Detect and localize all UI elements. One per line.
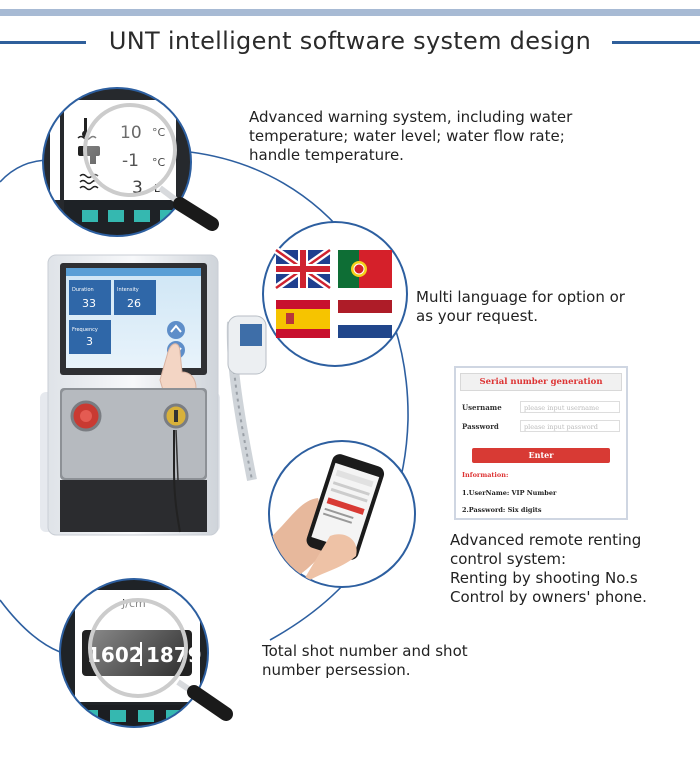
- title-rule-right: [612, 41, 700, 44]
- tile-label: Duration: [72, 287, 94, 293]
- portugal-flag-icon: [338, 250, 392, 288]
- caption-line: Advanced remote renting: [450, 531, 642, 549]
- language-caption: Multi language for option or as your req…: [416, 288, 625, 326]
- serial-number-panel: Serial number generation Username please…: [454, 366, 628, 520]
- title-rule-left: [0, 41, 86, 44]
- caption-line: temperature; water level; water flow rat…: [249, 127, 565, 145]
- tile-value: 33: [82, 297, 96, 310]
- uk-flag-icon: [273, 247, 333, 291]
- username-row: Username please input username: [462, 401, 622, 415]
- username-input[interactable]: please input username: [520, 401, 620, 413]
- tile-label: Frequency: [72, 327, 98, 333]
- info-line: 2.Password: Six digits: [462, 506, 542, 514]
- magnifier-handle: [173, 197, 219, 231]
- info-line: 1.UserName: VIP Number: [462, 489, 557, 497]
- caption-line: number persession.: [262, 661, 411, 679]
- warning-caption: Advanced warning system, including water…: [249, 108, 572, 165]
- screen-tile-duration: [69, 280, 111, 315]
- info-label: Information:: [462, 471, 509, 479]
- tile-value: 3: [86, 335, 93, 348]
- spain-flag-icon: [276, 300, 330, 338]
- password-row: Password please input password: [462, 420, 622, 434]
- tile-label: Intensity: [117, 287, 139, 293]
- caption-line: control system:: [450, 550, 567, 568]
- caption-line: Total shot number and shot: [262, 642, 468, 660]
- screen-tile-frequency: [69, 320, 111, 354]
- username-label: Username: [462, 403, 502, 412]
- password-input[interactable]: please input password: [520, 420, 620, 432]
- caption-line: Multi language for option or: [416, 288, 625, 306]
- hand: [159, 343, 197, 401]
- caption-line: Renting by shooting No.s: [450, 569, 638, 587]
- netherlands-flag-icon: [338, 300, 392, 338]
- renting-caption: Advanced remote renting control system: …: [450, 531, 647, 607]
- magnifier-bottom: J/cm 1602 1879: [59, 578, 233, 728]
- top-decor-bar: [0, 9, 700, 16]
- enter-button[interactable]: Enter: [472, 448, 610, 463]
- password-label: Password: [462, 422, 499, 431]
- magnifier-handle: [187, 685, 233, 721]
- caption-line: Advanced warning system, including water: [249, 108, 573, 126]
- magnifier-top: 10 °C -1 °C 3 L: [42, 87, 219, 237]
- flags-circle: [262, 221, 408, 367]
- caption-line: handle temperature.: [249, 146, 404, 164]
- screen-tile-intensity: [114, 280, 156, 315]
- phone-circle: [268, 440, 416, 588]
- connector-arc: [0, 599, 61, 653]
- laser-device: Duration 33 Intensity 26 Frequency 3: [40, 254, 267, 536]
- smartphone-icon: [306, 454, 385, 560]
- caption-line: as your request.: [416, 307, 539, 325]
- water-flow-unit: L: [154, 182, 161, 195]
- arrow-up-icon: [167, 321, 185, 339]
- caption-line: Control by owners' phone.: [450, 588, 647, 606]
- page-title: UNT intelligent software system design: [108, 27, 592, 55]
- panel-title: Serial number generation: [460, 373, 622, 391]
- shots-caption: Total shot number and shot number perses…: [262, 642, 468, 680]
- tile-value: 26: [127, 297, 141, 310]
